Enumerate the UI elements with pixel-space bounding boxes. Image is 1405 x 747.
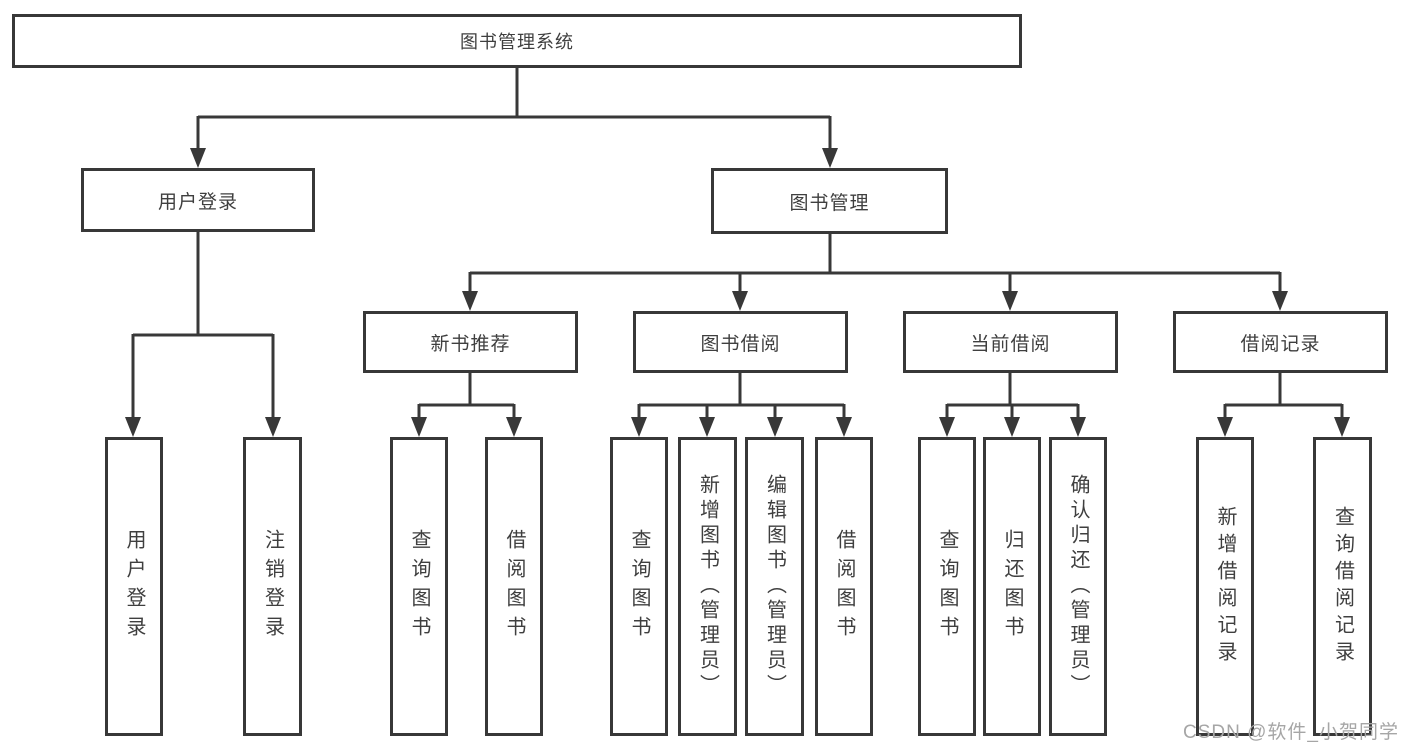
node-borrow-records-label: 借阅记录 <box>1240 333 1321 355</box>
node-user-login: 用户登录 <box>81 168 315 232</box>
leaf-logout-label: 注销登录 <box>261 528 284 645</box>
node-new-books: 新书推荐 <box>363 311 578 373</box>
leaf-borrow-query: 查询图书 <box>610 437 668 736</box>
node-book-borrow: 图书借阅 <box>633 311 848 373</box>
node-user-login-label: 用户登录 <box>157 191 238 213</box>
leaf-newbook-query: 查询图书 <box>390 437 448 736</box>
leaf-newbook-borrow-label: 借阅图书 <box>503 528 525 645</box>
node-book-borrow-label: 图书借阅 <box>700 333 781 355</box>
leaf-query-record: 查询借阅记录 <box>1313 437 1372 736</box>
leaf-confirm-return-admin: 确认归还（管理员） <box>1049 437 1107 736</box>
leaf-add-record-label: 新增借阅记录 <box>1214 505 1236 668</box>
node-book-mgmt: 图书管理 <box>711 168 948 234</box>
leaf-return-book-label: 归还图书 <box>1001 528 1023 645</box>
leaf-borrow-query-label: 查询图书 <box>628 528 650 645</box>
leaf-newbook-borrow: 借阅图书 <box>485 437 543 736</box>
node-current-borrow: 当前借阅 <box>903 311 1118 373</box>
connector-mgmt-level3 <box>468 234 1282 294</box>
leaf-borrow-edit-admin-label: 编辑图书（管理员） <box>763 474 786 699</box>
leaf-borrow-edit-admin: 编辑图书（管理员） <box>745 437 804 736</box>
leaf-add-record: 新增借阅记录 <box>1196 437 1254 736</box>
leaf-borrow-book: 借阅图书 <box>815 437 873 736</box>
leaf-user-login-label: 用户登录 <box>123 528 145 645</box>
node-borrow-records: 借阅记录 <box>1173 311 1388 373</box>
leaf-borrow-book-label: 借阅图书 <box>833 528 855 645</box>
leaf-newbook-query-label: 查询图书 <box>408 528 430 645</box>
node-root: 图书管理系统 <box>12 14 1022 68</box>
leaf-borrow-add-admin-label: 新增图书（管理员） <box>696 474 719 699</box>
leaf-current-query-label: 查询图书 <box>936 528 958 645</box>
leaf-confirm-return-admin-label: 确认归还（管理员） <box>1067 474 1089 699</box>
connector-newbook-leaves <box>417 373 516 420</box>
leaf-borrow-add-admin: 新增图书（管理员） <box>678 437 737 736</box>
connector-records-leaves <box>1223 373 1344 420</box>
connector-borrow-leaves <box>637 373 846 420</box>
connector-user-leaves <box>131 232 275 420</box>
node-current-borrow-label: 当前借阅 <box>970 333 1051 355</box>
watermark: CSDN @软件_小贺同学 <box>1183 722 1399 743</box>
leaf-user-login: 用户登录 <box>105 437 163 736</box>
node-book-mgmt-label: 图书管理 <box>789 192 870 214</box>
node-root-label: 图书管理系统 <box>460 32 574 52</box>
connector-current-leaves <box>945 373 1080 420</box>
leaf-logout: 注销登录 <box>243 437 302 736</box>
connector-root-level2 <box>196 68 832 150</box>
leaf-current-query: 查询图书 <box>918 437 976 736</box>
leaf-query-record-label: 查询借阅记录 <box>1331 505 1354 668</box>
node-new-books-label: 新书推荐 <box>430 333 511 355</box>
leaf-return-book: 归还图书 <box>983 437 1041 736</box>
